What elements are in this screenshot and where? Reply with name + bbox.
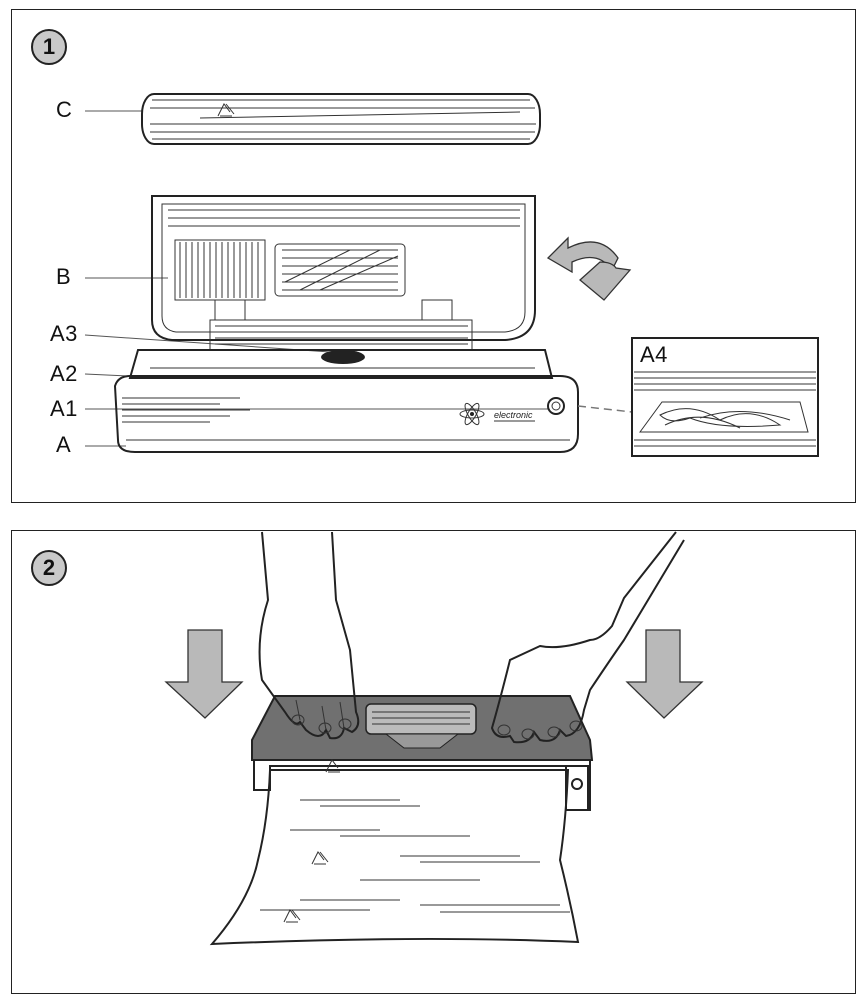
step-badge-1: 1 <box>31 29 67 65</box>
detail-pointer <box>577 405 633 413</box>
label-a1: A1 <box>50 396 78 421</box>
recycle-icon <box>311 851 329 865</box>
right-hand <box>490 531 685 744</box>
label-c: C <box>56 97 73 122</box>
step-badge-2: 2 <box>31 550 67 586</box>
down-arrow-icon-left <box>164 629 244 719</box>
atom-logo-icon <box>459 402 485 426</box>
recycle-icon <box>283 909 301 923</box>
vacuum-bag <box>209 769 580 946</box>
recycle-icon <box>325 759 340 773</box>
left-hand <box>258 531 360 740</box>
figure-2-panel: 2 <box>11 530 856 994</box>
label-b: B <box>56 264 72 289</box>
down-arrow-icon-right <box>625 629 704 719</box>
vacuum-sealer <box>251 695 594 811</box>
button-a3 <box>321 350 365 364</box>
base-a <box>113 349 579 453</box>
button-a1 <box>547 397 565 415</box>
detail-a4 <box>631 337 819 457</box>
rotate-arrow-icon <box>546 236 632 301</box>
recycle-icon <box>217 103 235 117</box>
electronic-text: electronic <box>494 410 533 420</box>
label-a4: A4 <box>640 342 668 367</box>
bag-roll-c <box>141 93 541 145</box>
lid-b <box>151 195 536 351</box>
label-a: A <box>56 432 72 457</box>
label-a2: A2 <box>50 361 78 386</box>
label-a3: A3 <box>50 321 78 346</box>
